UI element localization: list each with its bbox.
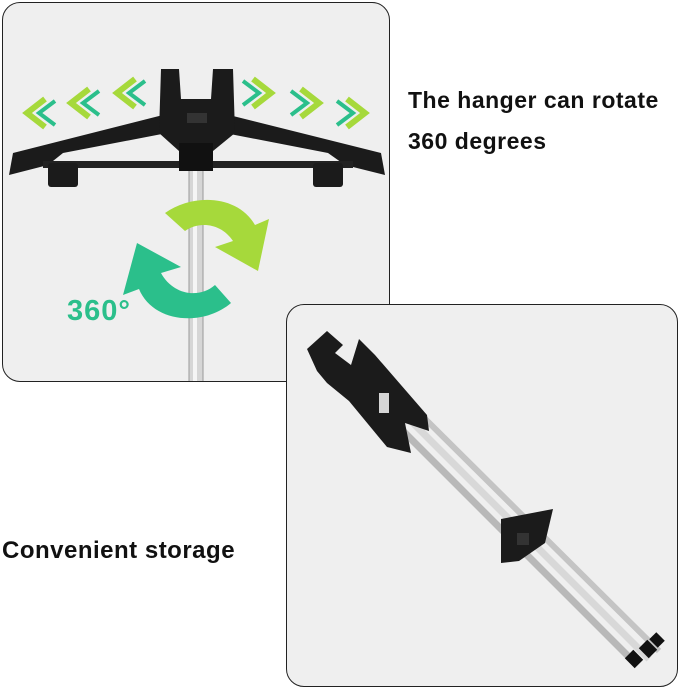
hanger-rotation-panel: 360° xyxy=(2,2,390,382)
rotate-caption: The hanger can rotate 360 degrees xyxy=(408,80,659,162)
folded-stand-illustration xyxy=(307,331,665,669)
rotate-caption-line2: 360 degrees xyxy=(408,128,547,154)
rotation-badge: 360° xyxy=(67,295,131,327)
folded-hanger xyxy=(307,331,429,453)
folded-base-bracket xyxy=(501,509,553,563)
storage-caption: Convenient storage xyxy=(2,537,236,564)
chevron-left-icon xyxy=(22,76,147,130)
rotate-caption-line1: The hanger can rotate xyxy=(408,87,659,113)
rotate-arrows-icon xyxy=(123,199,269,319)
storage-panel xyxy=(286,304,678,687)
hanger xyxy=(9,69,385,187)
chevron-right-icon xyxy=(241,76,370,130)
hanger-rotation-illustration xyxy=(9,69,385,381)
